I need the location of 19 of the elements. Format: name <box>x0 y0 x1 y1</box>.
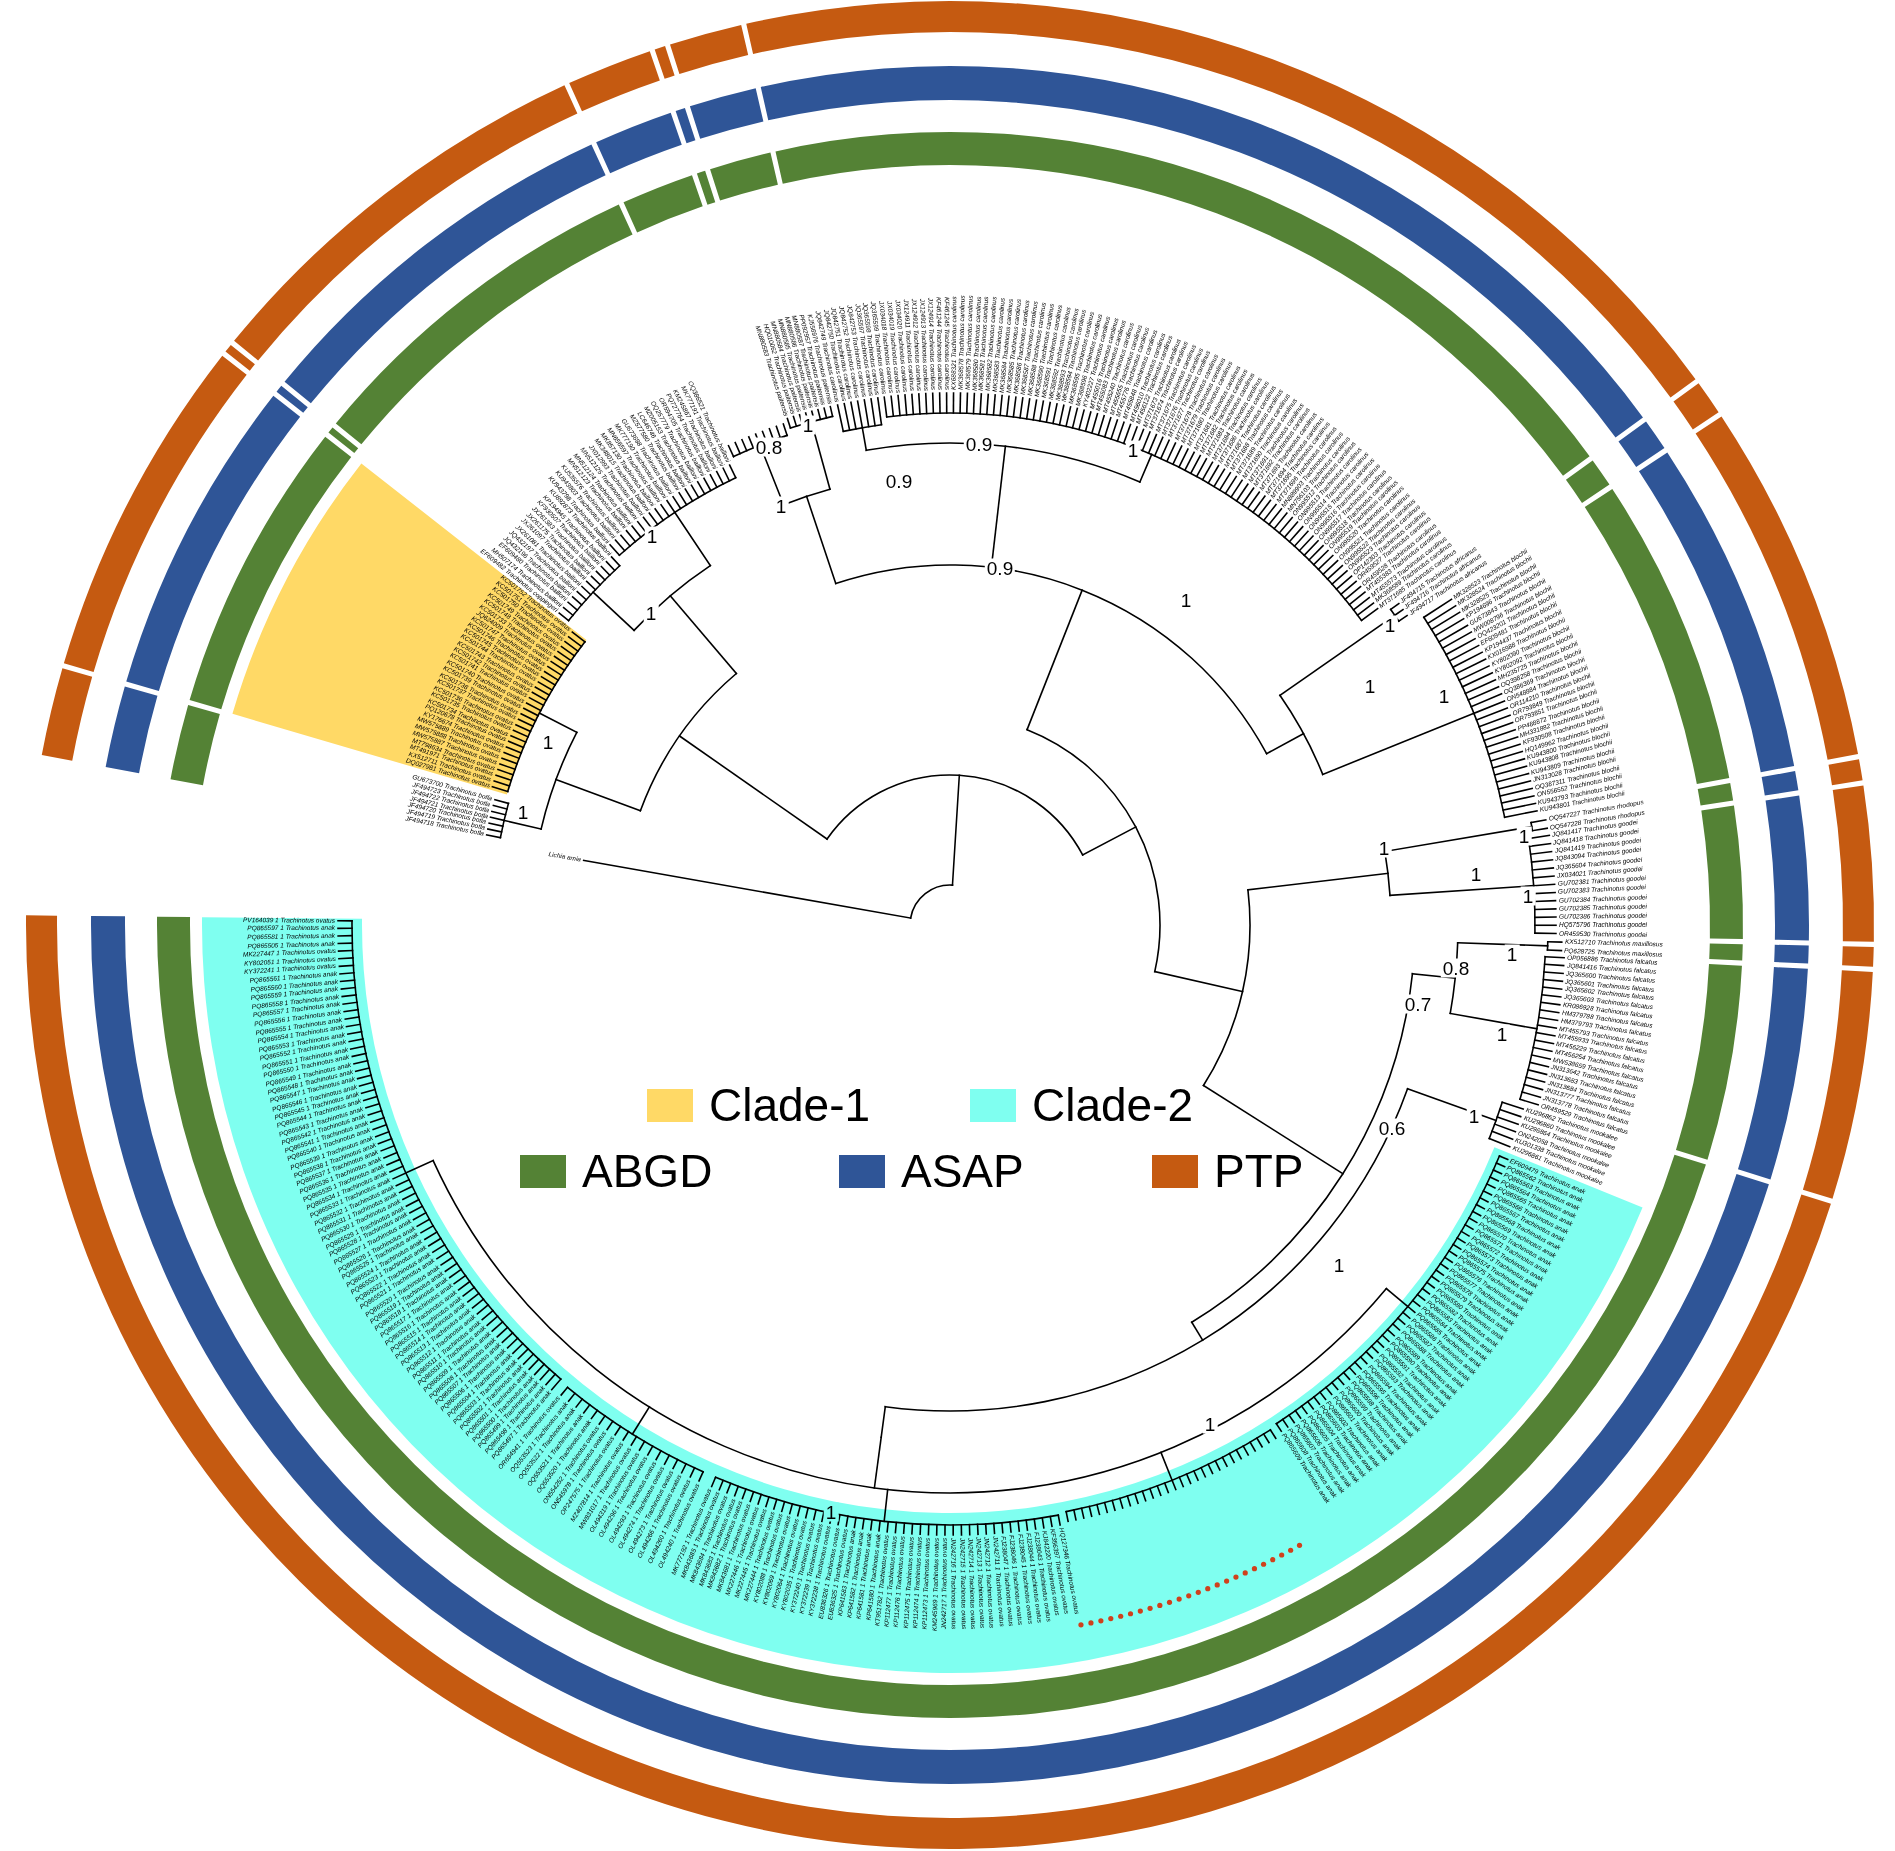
legend-label: PTP <box>1214 1148 1304 1194</box>
legend-label: ASAP <box>901 1148 1024 1194</box>
support-value: 1 <box>800 415 816 435</box>
support-value: 0.8 <box>1440 958 1472 978</box>
support-value: 1 <box>1125 440 1141 460</box>
support-value: 0.6 <box>1376 1118 1408 1138</box>
legend-label: ABGD <box>582 1148 713 1194</box>
legend-label: Clade-2 <box>1032 1082 1194 1128</box>
support-value: 1 <box>1520 886 1536 906</box>
support-value: 1 <box>1466 1106 1482 1126</box>
support-value: 1 <box>644 526 660 546</box>
legend-label: Clade-1 <box>709 1082 871 1128</box>
support-value: 1 <box>1382 615 1398 635</box>
support-value: 0.7 <box>1402 994 1434 1014</box>
support-value: 1 <box>1516 826 1532 846</box>
support-value: 0.8 <box>753 437 785 457</box>
support-value: 1 <box>1504 944 1520 964</box>
support-value: 0.9 <box>984 558 1016 578</box>
support-value: 1 <box>643 603 659 623</box>
